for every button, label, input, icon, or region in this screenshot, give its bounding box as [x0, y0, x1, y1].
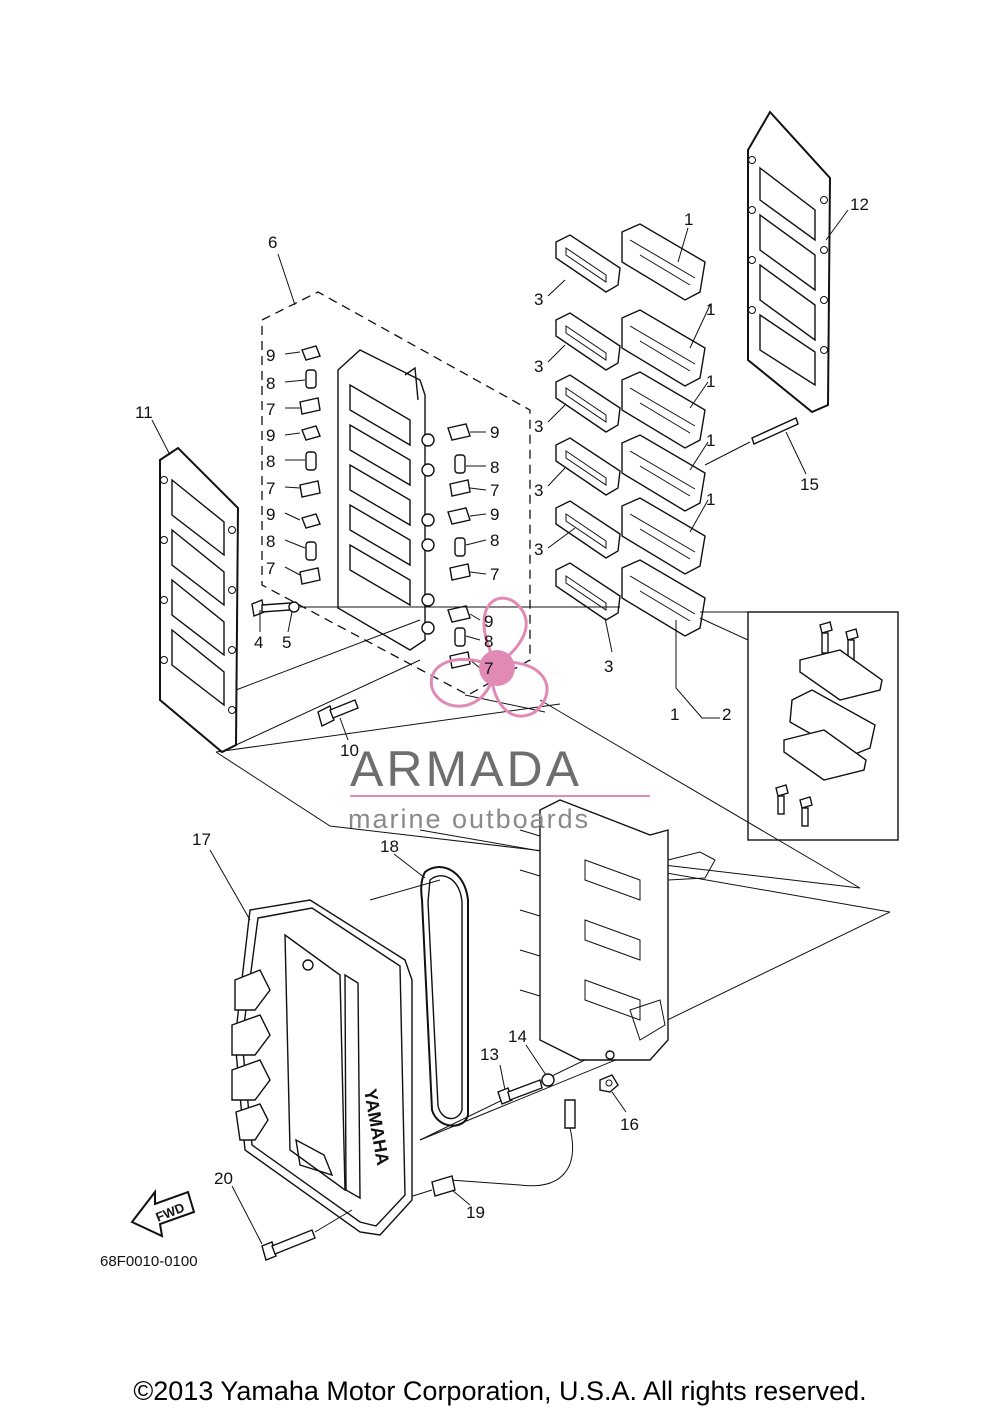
gasket-part-11	[159, 446, 240, 754]
callout-3: 3	[534, 481, 543, 500]
callout-9: 9	[490, 505, 499, 524]
callout-9: 9	[266, 346, 275, 365]
callout-8: 8	[266, 532, 275, 551]
callout-9: 9	[266, 505, 275, 524]
callout-labels: 1 1 1 1 1 1 2 3 3 3 3 3 3 4 5 6 9 8 7 9 …	[100, 195, 869, 1270]
callout-7: 7	[266, 559, 275, 578]
callout-3: 3	[534, 540, 543, 559]
callout-9: 9	[490, 423, 499, 442]
callout-1: 1	[706, 431, 715, 450]
callout-2: 2	[722, 705, 731, 724]
callout-8: 8	[490, 458, 499, 477]
callout-9: 9	[266, 426, 275, 445]
callout-11: 11	[135, 403, 153, 422]
callout-19: 19	[466, 1203, 485, 1222]
callout-4: 4	[254, 633, 263, 652]
watermark-subtitle: marine outboards	[348, 804, 590, 834]
forward-direction-arrow: FWD	[130, 1189, 196, 1238]
callout-7: 7	[490, 481, 499, 500]
callout-7: 7	[266, 479, 275, 498]
callout-18: 18	[380, 837, 399, 856]
manifold-assembly-part-6	[261, 291, 531, 696]
callout-1: 1	[670, 705, 679, 724]
reed-valve-detail-box	[699, 611, 899, 841]
hose-part-19	[399, 1099, 576, 1201]
propeller-logo-icon	[429, 596, 549, 718]
crankcase-hardware	[497, 1073, 619, 1105]
callout-14: 14	[508, 1027, 527, 1046]
callout-8: 8	[484, 632, 493, 651]
reed-valves-and-gaskets	[555, 223, 706, 637]
callout-5: 5	[282, 633, 291, 652]
armada-watermark: ARMADA marine outboards	[348, 596, 650, 834]
callout-8: 8	[266, 374, 275, 393]
callout-6: 6	[268, 233, 277, 252]
seal-ring-part-18	[420, 866, 469, 1127]
copyright-notice: ©2013 Yamaha Motor Corporation, U.S.A. A…	[133, 1376, 867, 1406]
callout-9: 9	[484, 612, 493, 631]
watermark-title: ARMADA	[350, 741, 582, 797]
callout-3: 3	[534, 290, 543, 309]
callout-8: 8	[266, 452, 275, 471]
callout-7: 7	[266, 400, 275, 419]
crankcase-housing	[519, 799, 716, 1061]
small-hardware	[251, 599, 359, 728]
callout-16: 16	[620, 1115, 639, 1134]
stud-bolt-part-15	[704, 417, 799, 466]
callout-3: 3	[534, 417, 543, 436]
callout-1: 1	[706, 300, 715, 319]
propeller-hub-icon	[479, 650, 515, 686]
callout-17: 17	[192, 830, 211, 849]
callout-leaders	[151, 209, 849, 1245]
callout-7: 7	[490, 565, 499, 584]
callout-8: 8	[490, 531, 499, 550]
gasket-part-12	[747, 110, 832, 414]
callout-13: 13	[480, 1045, 499, 1064]
callout-1: 1	[706, 490, 715, 509]
callout-1: 1	[684, 210, 693, 229]
callout-10: 10	[340, 741, 359, 760]
callout-3: 3	[604, 657, 613, 676]
callout-20: 20	[214, 1169, 233, 1188]
callout-15: 15	[800, 475, 819, 494]
callout-7: 7	[484, 659, 493, 678]
bolt-part-20	[261, 1209, 353, 1261]
callout-3: 3	[534, 357, 543, 376]
diagram-code: 68F0010-0100	[100, 1253, 198, 1270]
callout-1: 1	[706, 372, 715, 391]
callout-12: 12	[850, 195, 869, 214]
silencer-cover-part-17: YAMAHA	[231, 899, 413, 1236]
